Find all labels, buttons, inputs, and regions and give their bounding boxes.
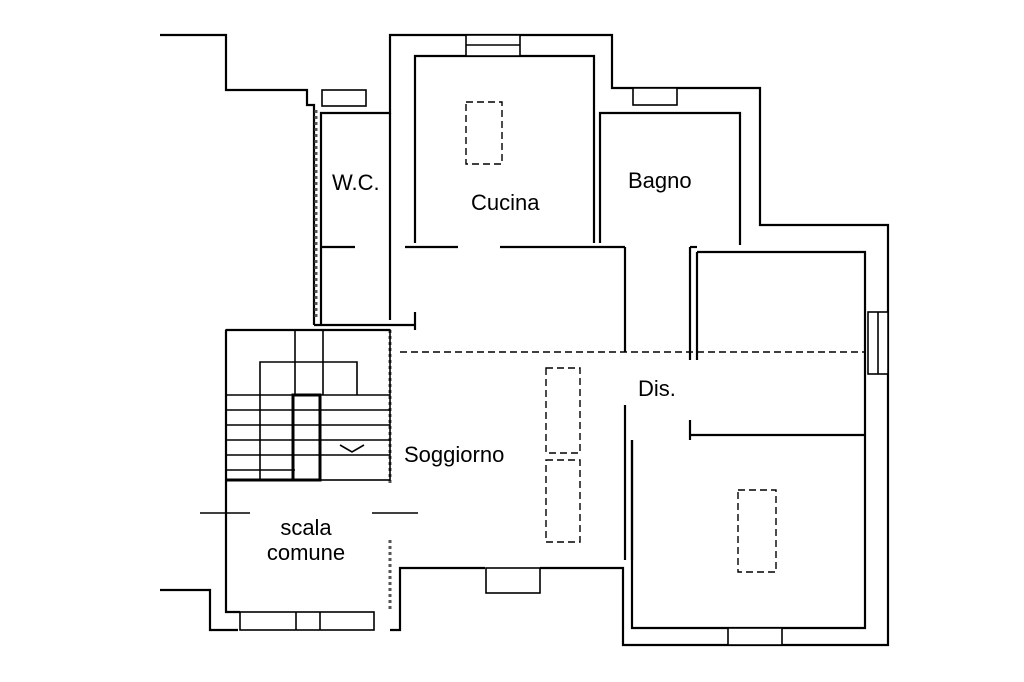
staircase [225,329,391,482]
room-label-bagno: Bagno [628,168,692,193]
room-label-soggiorno: Soggiorno [404,442,505,467]
dashed-lines [314,110,865,612]
skylights [465,101,777,573]
room-label-cucina: Cucina [471,190,540,215]
room-label-dis: Dis. [638,376,676,401]
windows [239,34,889,646]
room-label-wc: W.C. [332,170,380,195]
room-label-comune: comune [266,540,346,565]
room-label-scala: scala [280,515,332,540]
